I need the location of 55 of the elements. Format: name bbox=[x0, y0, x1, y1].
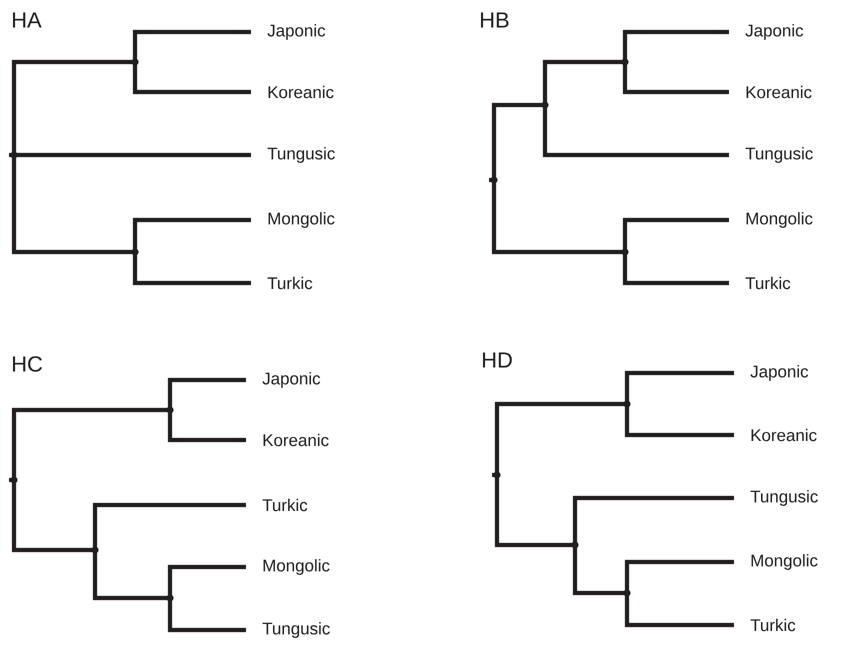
panel-heading: HA bbox=[13, 12, 42, 28]
tree-branch bbox=[494, 402, 627, 475]
leaf-label: Mongolic bbox=[746, 212, 812, 228]
leaf-label: Koreanic bbox=[268, 86, 334, 98]
tree-branch bbox=[622, 218, 729, 252]
leaf-label: Turkic bbox=[268, 276, 312, 290]
tree-branch bbox=[12, 60, 135, 155]
tree-branch bbox=[92, 502, 246, 550]
tree-branch bbox=[624, 560, 734, 593]
leaf-label: Mongolic bbox=[752, 554, 818, 570]
tree-branch bbox=[572, 545, 627, 596]
leaf-label: Tungusic bbox=[750, 490, 818, 506]
leaf-label: Japonic bbox=[745, 24, 804, 40]
panel-heading: HD bbox=[483, 352, 512, 368]
tree-branch bbox=[12, 408, 170, 480]
tree-branch bbox=[542, 105, 729, 158]
leaf-label: Turkic bbox=[262, 498, 308, 512]
tree-branch bbox=[622, 30, 729, 62]
leaf-label: Tungusic bbox=[262, 622, 330, 638]
leaf-label: Koreanic bbox=[752, 428, 817, 442]
leaf-label: Japonic bbox=[750, 365, 808, 381]
tree-branch bbox=[622, 62, 729, 94]
panel-heading: HC bbox=[13, 356, 42, 372]
leaf-label: Mongolic bbox=[268, 212, 335, 228]
tree-branch bbox=[492, 180, 625, 254]
leaf-label: Tungusic bbox=[268, 147, 335, 163]
leaf-label: Koreanic bbox=[746, 86, 812, 98]
tree-branch bbox=[14, 152, 251, 158]
tree-branch bbox=[622, 252, 729, 286]
tree-branch bbox=[12, 480, 95, 552]
tree-branch bbox=[494, 475, 575, 548]
tree-branch bbox=[542, 60, 625, 105]
leaf-label: Turkic bbox=[750, 618, 796, 632]
tree-branch bbox=[132, 218, 251, 252]
tree-branch bbox=[624, 404, 734, 438]
leaf-label: Koreanic bbox=[264, 434, 329, 446]
tree-branch bbox=[92, 550, 170, 600]
leaf-label: Japonic bbox=[267, 24, 326, 40]
leaf-label: Mongolic bbox=[264, 559, 330, 575]
tree-branch bbox=[132, 252, 251, 286]
tree-branch bbox=[168, 378, 246, 410]
tree-branch bbox=[624, 593, 734, 628]
tree-branch bbox=[168, 564, 246, 598]
tree-branch bbox=[492, 102, 545, 180]
panel-heading: HB bbox=[481, 12, 508, 28]
tree-branch bbox=[624, 370, 734, 404]
leaf-label: Japonic bbox=[262, 372, 320, 388]
tree-branch bbox=[132, 62, 251, 94]
leaf-label: Tungusic bbox=[746, 147, 813, 163]
tree-branch bbox=[12, 155, 135, 254]
tree-branch bbox=[168, 598, 246, 632]
tree-branch bbox=[132, 30, 251, 62]
tree-branch bbox=[168, 410, 246, 442]
tree-branch bbox=[572, 496, 734, 545]
leaf-label: Turkic bbox=[746, 276, 790, 290]
